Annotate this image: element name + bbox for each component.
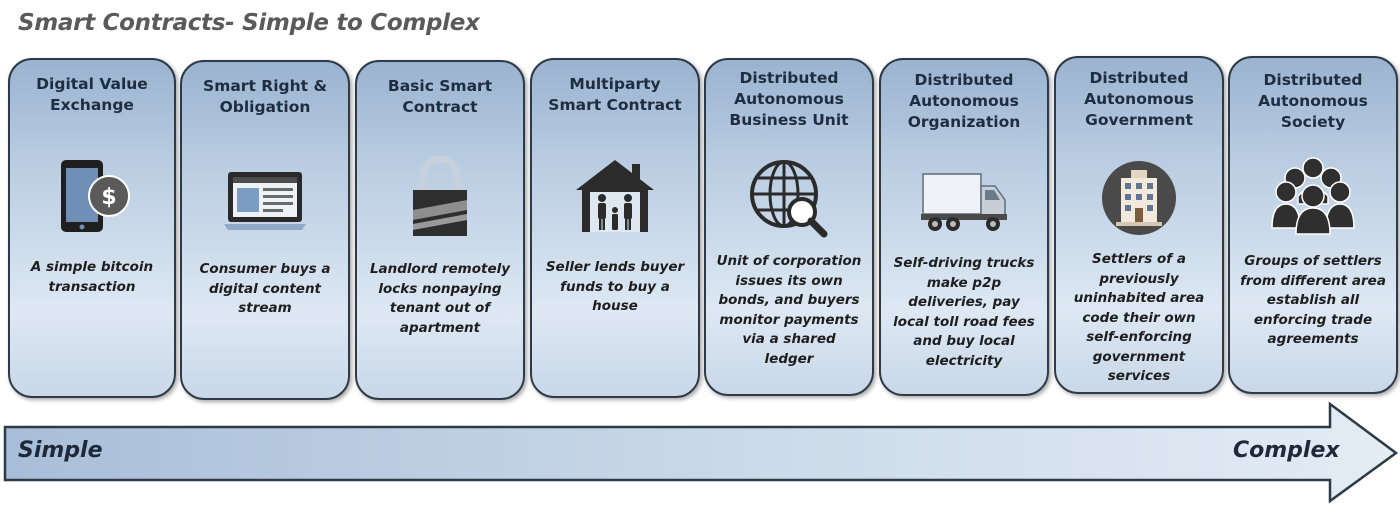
government-building-icon	[1094, 156, 1184, 246]
stage-distributed-autonomous-society: Distributed Autonomous Society Groups of…	[1228, 56, 1398, 394]
stage-description: Self-driving trucks make p2p deliveries,…	[893, 255, 1035, 369]
page-title: Smart Contracts- Simple to Complex	[18, 10, 480, 36]
stage-smart-right-obligation: Smart Right & Obligation Consumer buys a…	[180, 60, 350, 400]
stage-multiparty-smart-contract: Multiparty Smart Contract Seller lends b…	[530, 58, 700, 398]
stage-title: Distributed Autonomous Organization	[907, 71, 1021, 131]
house-family-icon	[570, 152, 660, 242]
arrow-label-complex: Complex	[1233, 438, 1340, 463]
tablet-dollar-icon: $	[47, 152, 137, 242]
stage-description: Consumer buys a digital content stream	[199, 261, 331, 316]
stage-description: Seller lends buyer funds to buy a house	[545, 259, 685, 314]
stage-digital-value-exchange: Digital Value Exchange $ A simple bitcoi…	[8, 58, 176, 398]
truck-icon	[919, 156, 1009, 246]
stage-title: Distributed Autonomous Government	[1084, 69, 1194, 129]
stage-title: Basic Smart Contract	[387, 77, 493, 116]
stage-description: Unit of corporation issues its own bonds…	[716, 253, 862, 367]
padlock-icon	[395, 150, 485, 240]
laptop-content-icon	[220, 154, 310, 244]
stage-description: Settlers of a previously uninhabited are…	[1073, 251, 1205, 384]
people-group-icon	[1268, 152, 1358, 242]
stage-title: Distributed Autonomous Business Unit	[729, 69, 849, 129]
stage-description: Landlord remotely locks nonpaying tenant…	[369, 261, 511, 336]
stage-title: Distributed Autonomous Society	[1258, 71, 1368, 131]
stage-title: Digital Value Exchange	[36, 75, 148, 114]
stage-basic-smart-contract: Basic Smart Contract Landlord remotely l…	[355, 60, 525, 400]
globe-search-icon	[744, 152, 834, 242]
svg-text:$: $	[101, 185, 116, 210]
stage-description: A simple bitcoin transaction	[30, 259, 154, 295]
stage-title: Multiparty Smart Contract	[548, 75, 682, 114]
arrow-label-simple: Simple	[18, 438, 103, 463]
stage-distributed-autonomous-organization: Distributed Autonomous Organization Self…	[879, 58, 1049, 396]
stage-title: Smart Right & Obligation	[203, 77, 327, 116]
stage-distributed-autonomous-government: Distributed Autonomous Government Settle…	[1054, 56, 1224, 394]
stage-description: Groups of settlers from different area e…	[1240, 253, 1386, 347]
progression-arrow	[0, 400, 1400, 506]
stage-distributed-autonomous-business-unit: Distributed Autonomous Business Unit Uni…	[704, 58, 874, 396]
